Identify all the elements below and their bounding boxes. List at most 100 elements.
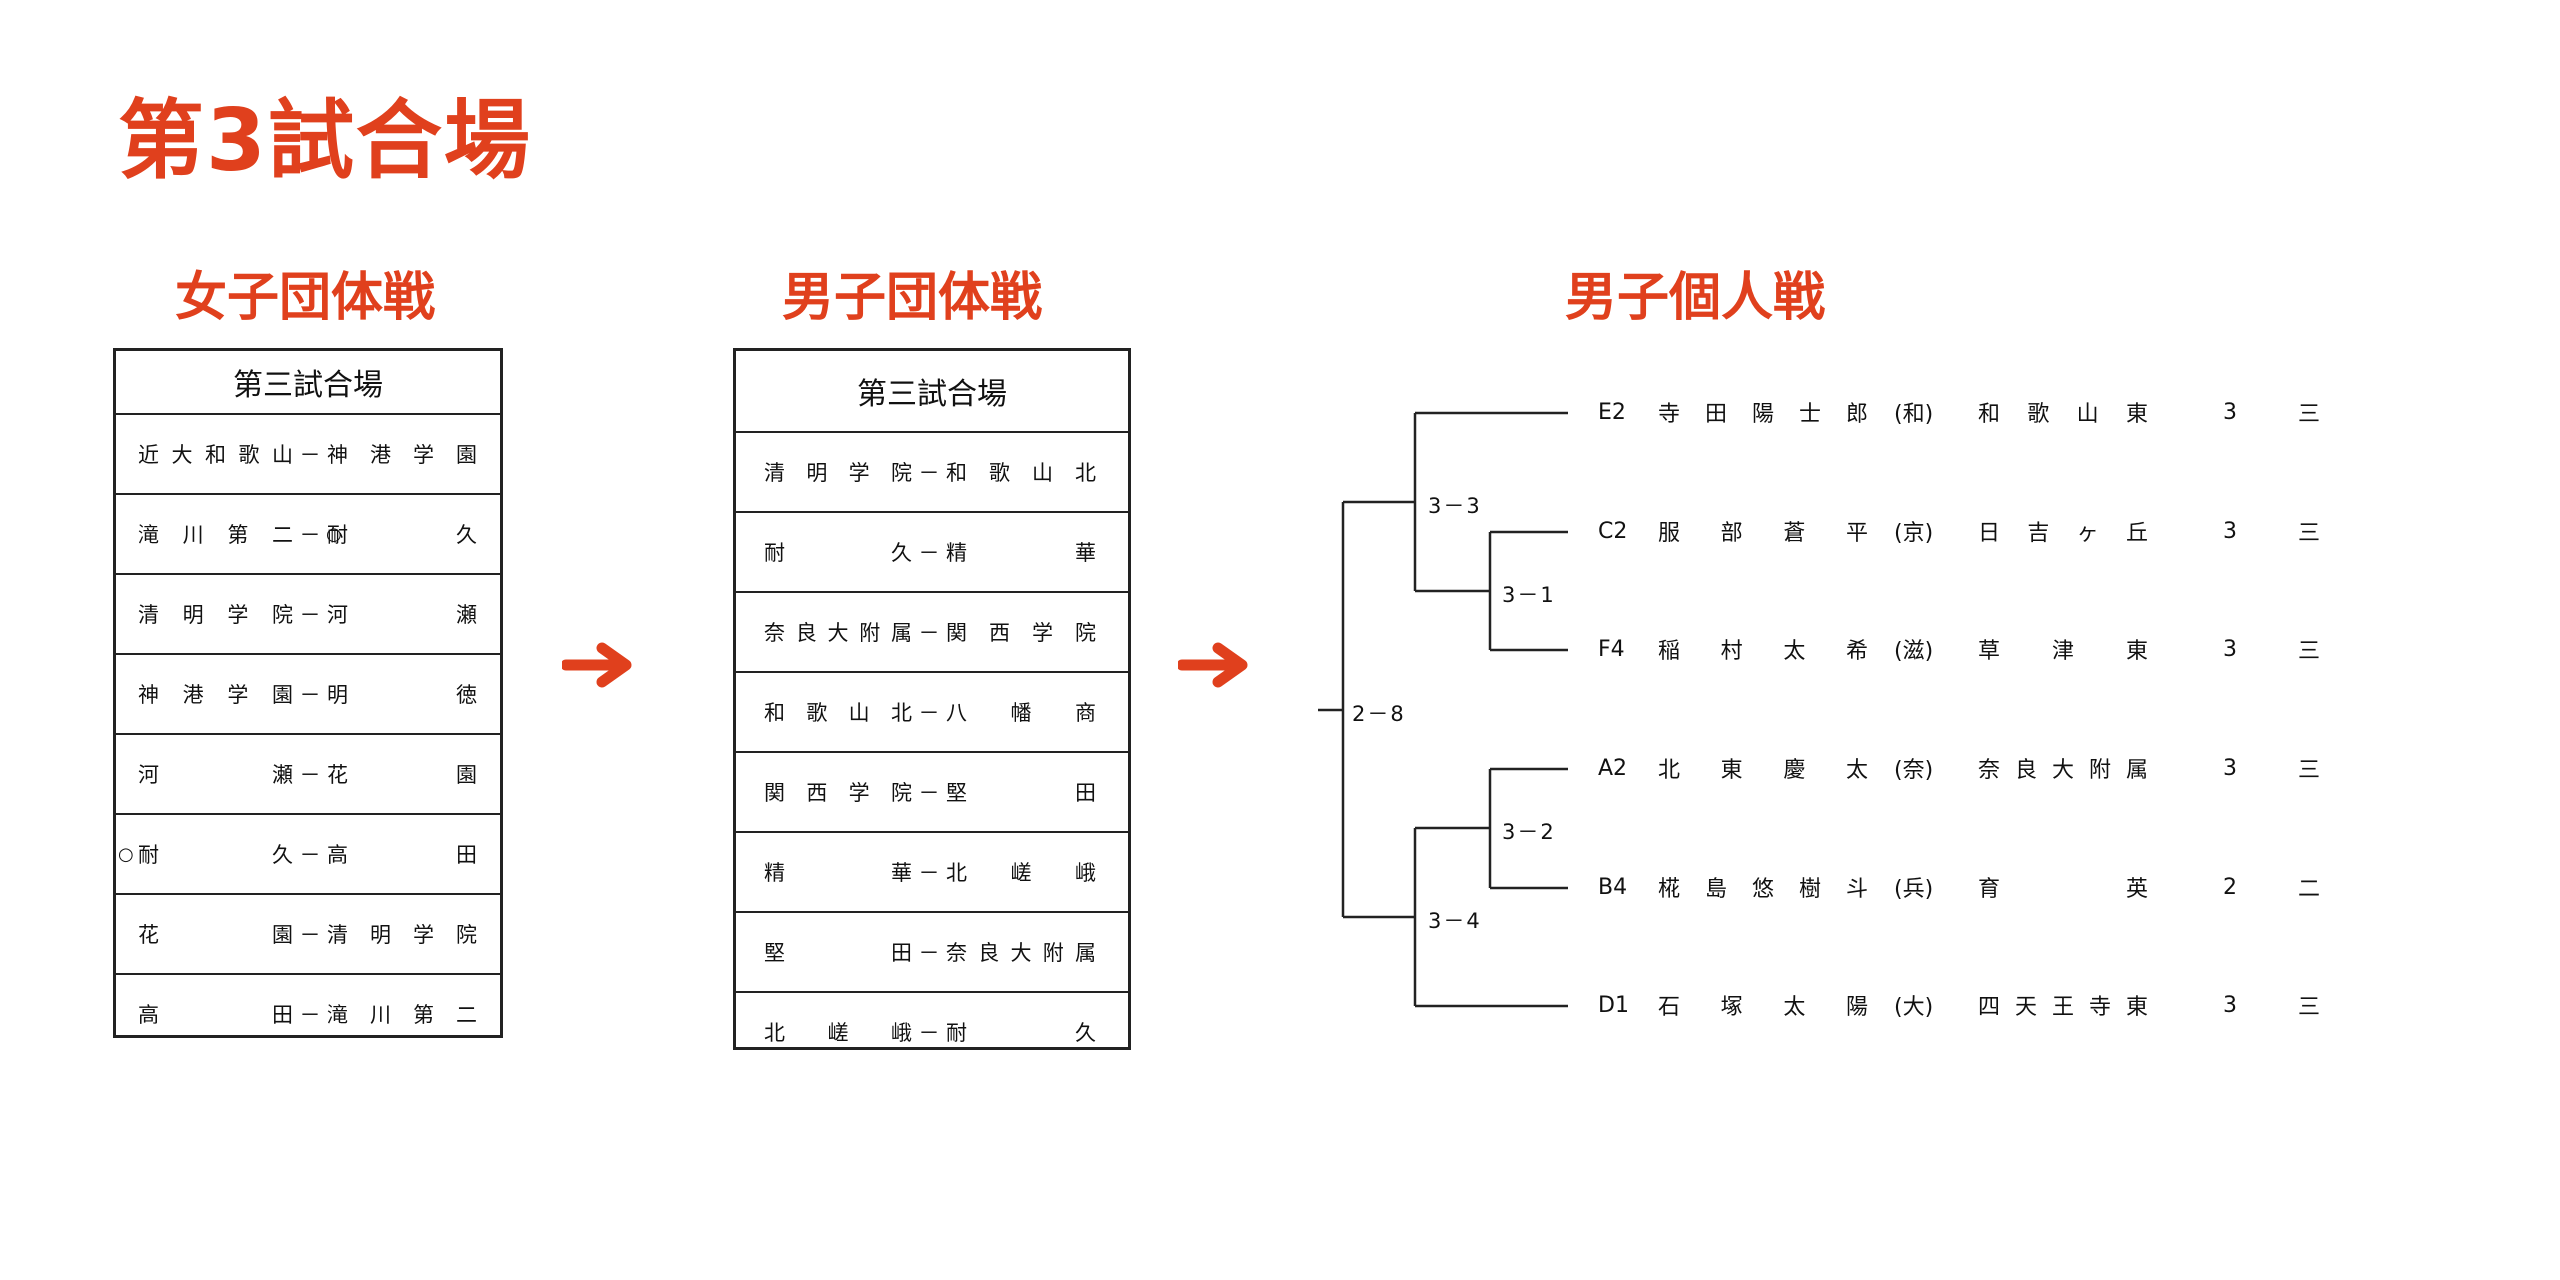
bracket-entry: E2 寺田陽士郎 (和) 和歌山東 3 三	[1598, 397, 2358, 428]
table-row: 関西学院－堅田	[736, 753, 1128, 833]
vs-separator: －	[299, 923, 321, 947]
section-men-team: 男子団体戦	[782, 268, 1043, 328]
entry-code: E2	[1598, 399, 1626, 425]
entry-code: A2	[1598, 755, 1628, 781]
vs-separator: －	[299, 763, 321, 787]
school-name: 和歌山東	[1978, 402, 2148, 427]
team-right: 関西学院	[946, 621, 1096, 645]
player-name: 服部蒼平	[1658, 521, 1868, 546]
player-name: 北東慶太	[1658, 758, 1868, 783]
grade-kanji: 三	[2298, 521, 2321, 546]
vs-separator: －	[918, 541, 940, 565]
arrow-right-icon	[562, 642, 632, 688]
team-left: 清明学院	[764, 461, 912, 485]
section-men-individual: 男子個人戦	[1565, 268, 1826, 328]
vs-separator: －	[299, 843, 321, 867]
table-row: 高田－滝川第二	[116, 975, 500, 1053]
vs-separator: －	[918, 701, 940, 725]
prefecture: (兵)	[1894, 877, 1934, 902]
prefecture: (和)	[1894, 402, 1934, 427]
vs-separator: －	[918, 461, 940, 485]
team-left: 神港学園	[138, 683, 293, 707]
team-right: 滝川第二	[327, 1003, 477, 1027]
vs-separator: －	[918, 621, 940, 645]
table-row: 堅田－奈良大附属	[736, 913, 1128, 993]
page-title: 第3試合場	[118, 91, 532, 191]
vs-separator: －	[918, 1021, 940, 1045]
team-right: 明徳	[327, 683, 477, 707]
table-header: 第三試合場	[736, 351, 1128, 433]
player-name: 石塚太陽	[1658, 995, 1868, 1020]
women-team-table: 第三試合場 近大和歌山－神港学園滝川第二－○耐久清明学院－河瀬神港学園－明徳河瀬…	[113, 348, 503, 1038]
match-score: 3－4	[1428, 909, 1482, 933]
vs-separator: －	[918, 941, 940, 965]
team-right: 河瀬	[327, 603, 477, 627]
team-right: 神港学園	[327, 443, 477, 467]
team-left: 河瀬	[138, 763, 293, 787]
team-left: 和歌山北	[764, 701, 912, 725]
player-name: 椛島悠樹斗	[1658, 877, 1868, 902]
table-row: 清明学院－和歌山北	[736, 433, 1128, 513]
match-score: 2－8	[1352, 702, 1406, 726]
team-right: 精華	[946, 541, 1096, 565]
player-name: 寺田陽士郎	[1658, 402, 1868, 427]
grade-number: 2	[2223, 874, 2237, 900]
team-left: 北嵯峨	[764, 1021, 912, 1045]
bracket-entry: C2 服部蒼平 (京) 日吉ヶ丘 3 三	[1598, 516, 2358, 547]
arrow-right-icon	[1178, 642, 1248, 688]
team-left: 関西学院	[764, 781, 912, 805]
grade-kanji: 三	[2298, 995, 2321, 1020]
team-left: 堅田	[764, 941, 912, 965]
grade-number: 3	[2223, 755, 2237, 781]
vs-separator: －	[299, 523, 321, 547]
vs-separator: －	[299, 443, 321, 467]
table-header: 第三試合場	[116, 351, 500, 415]
team-right: 清明学院	[327, 923, 477, 947]
player-name: 稲村太希	[1658, 639, 1868, 664]
vs-separator: －	[918, 861, 940, 885]
table-row: 奈良大附属－関西学院	[736, 593, 1128, 673]
prefecture: (奈)	[1894, 758, 1934, 783]
winner-mark: ○	[326, 523, 342, 545]
prefecture: (京)	[1894, 521, 1934, 546]
team-right: 耐久	[946, 1021, 1096, 1045]
team-right: 堅田	[946, 781, 1096, 805]
team-left: 耐久	[764, 541, 912, 565]
grade-kanji: 三	[2298, 402, 2321, 427]
school-name: 日吉ヶ丘	[1978, 521, 2148, 546]
grade-kanji: 三	[2298, 758, 2321, 783]
table-row: 花園－清明学院	[116, 895, 500, 975]
school-name: 四天王寺東	[1978, 995, 2148, 1020]
prefecture: (大)	[1894, 995, 1934, 1020]
entry-code: F4	[1598, 636, 1625, 662]
team-right: 八幡商	[946, 701, 1096, 725]
team-right: 花園	[327, 763, 477, 787]
table-row: 近大和歌山－神港学園	[116, 415, 500, 495]
grade-kanji: 二	[2298, 877, 2321, 902]
match-score: 3－1	[1502, 583, 1556, 607]
team-left: 滝川第二	[138, 523, 293, 547]
table-row: 和歌山北－八幡商	[736, 673, 1128, 753]
table-row: 耐久－精華	[736, 513, 1128, 593]
grade-number: 3	[2223, 518, 2237, 544]
table-row: 神港学園－明徳	[116, 655, 500, 735]
match-score: 3－2	[1502, 820, 1556, 844]
table-row: ○耐久－高田	[116, 815, 500, 895]
school-name: 育英	[1978, 877, 2148, 902]
team-left: 花園	[138, 923, 293, 947]
grade-number: 3	[2223, 992, 2237, 1018]
grade-number: 3	[2223, 399, 2237, 425]
team-left: 奈良大附属	[764, 621, 912, 645]
winner-mark: ○	[118, 843, 134, 865]
table-row: 清明学院－河瀬	[116, 575, 500, 655]
team-right: 和歌山北	[946, 461, 1096, 485]
table-row: 精華－北嵯峨	[736, 833, 1128, 913]
men-team-table: 第三試合場 清明学院－和歌山北耐久－精華奈良大附属－関西学院和歌山北－八幡商関西…	[733, 348, 1131, 1050]
entry-code: C2	[1598, 518, 1628, 544]
prefecture: (滋)	[1894, 639, 1934, 664]
